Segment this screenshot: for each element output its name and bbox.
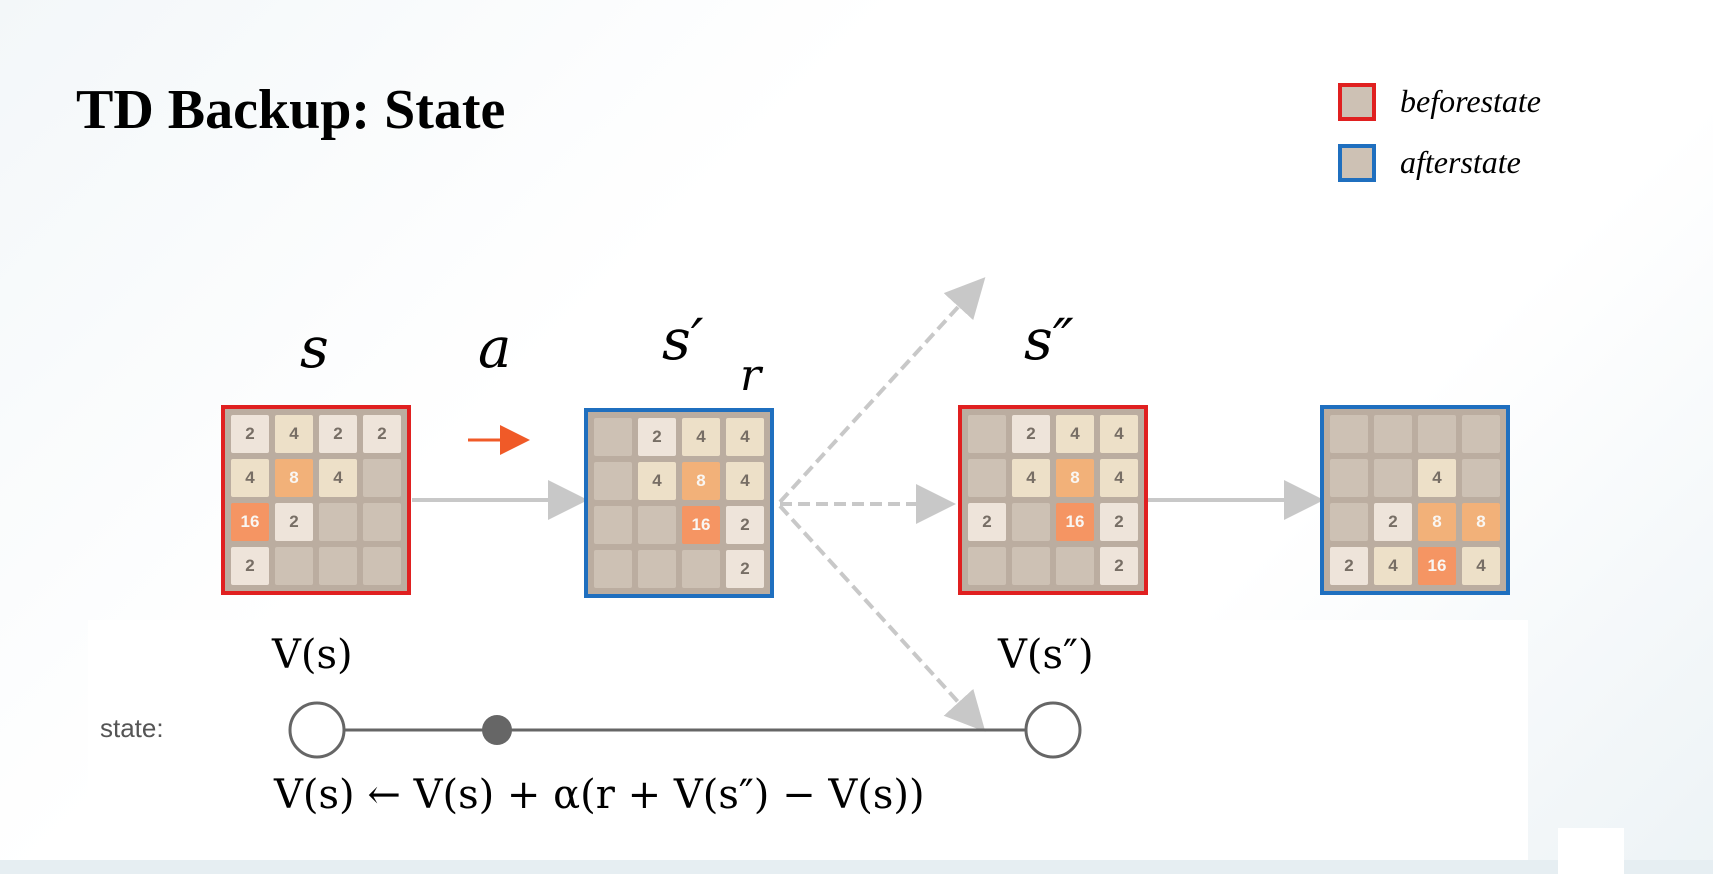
tile-2: 2	[1374, 503, 1412, 541]
legend-afterstate-swatch	[1338, 144, 1376, 182]
tile-2: 2	[231, 415, 269, 453]
tile-empty	[1056, 547, 1094, 585]
corner-box	[1558, 828, 1624, 874]
tile-16: 16	[231, 503, 269, 541]
tile-2: 2	[319, 415, 357, 453]
tile-8: 8	[275, 459, 313, 497]
tile-empty	[594, 506, 632, 544]
tile-2: 2	[638, 418, 676, 456]
backup-node-action	[482, 715, 512, 745]
tile-2: 2	[1100, 503, 1138, 541]
tile-2: 2	[1330, 547, 1368, 585]
tile-empty	[275, 547, 313, 585]
tile-2: 2	[726, 550, 764, 588]
tile-2: 2	[363, 415, 401, 453]
symbol-a: a	[478, 316, 512, 381]
tile-empty	[968, 415, 1006, 453]
tile-4: 4	[1418, 459, 1456, 497]
tile-empty	[1462, 415, 1500, 453]
tile-empty	[319, 547, 357, 585]
slide-title: TD Backup: State	[76, 79, 506, 141]
td-update-rule: V(s) ← V(s) + α(r + V(s″) − V(s))	[274, 772, 925, 818]
tile-8: 8	[1418, 503, 1456, 541]
tile-empty	[682, 550, 720, 588]
tile-empty	[968, 547, 1006, 585]
tile-empty	[968, 459, 1006, 497]
tile-empty	[594, 462, 632, 500]
tile-empty	[1330, 503, 1368, 541]
legend-afterstate-label: afterstate	[1400, 144, 1521, 180]
dashed-transition-up	[778, 277, 986, 504]
tile-4: 4	[1462, 547, 1500, 585]
tile-empty	[1418, 415, 1456, 453]
dashed-transition-down	[778, 504, 986, 732]
backup-node-s	[288, 701, 346, 759]
tile-empty	[363, 503, 401, 541]
backup-row-label: state:	[100, 713, 164, 743]
tile-2: 2	[968, 503, 1006, 541]
tile-2: 2	[726, 506, 764, 544]
tile-empty	[1012, 547, 1050, 585]
tile-empty	[594, 550, 632, 588]
tile-4: 4	[1100, 459, 1138, 497]
tile-empty	[594, 418, 632, 456]
tile-empty	[319, 503, 357, 541]
symbol-s: s	[300, 316, 329, 381]
tile-8: 8	[1056, 459, 1094, 497]
tile-empty	[1330, 459, 1368, 497]
tile-4: 4	[1100, 415, 1138, 453]
tile-2: 2	[231, 547, 269, 585]
tile-2: 2	[1012, 415, 1050, 453]
tile-8: 8	[1462, 503, 1500, 541]
tile-4: 4	[682, 418, 720, 456]
tile-empty	[363, 459, 401, 497]
symbol-s-prime: s′	[662, 308, 704, 373]
tile-empty	[1462, 459, 1500, 497]
symbol-r: r	[740, 350, 762, 401]
symbol-s-double-prime: s″	[1024, 308, 1074, 373]
tile-4: 4	[638, 462, 676, 500]
tile-2: 2	[275, 503, 313, 541]
tile-empty	[363, 547, 401, 585]
tile-16: 16	[1418, 547, 1456, 585]
tile-empty	[1330, 415, 1368, 453]
tile-4: 4	[726, 462, 764, 500]
value-v-s-double-prime: V(s″)	[998, 632, 1094, 678]
tile-4: 4	[1012, 459, 1050, 497]
tile-empty	[638, 506, 676, 544]
tile-4: 4	[319, 459, 357, 497]
tile-16: 16	[682, 506, 720, 544]
tile-empty	[1374, 459, 1412, 497]
value-v-s: V(s)	[272, 632, 353, 678]
tile-4: 4	[1056, 415, 1094, 453]
backup-node-s-double-prime	[1024, 701, 1082, 759]
tile-4: 4	[231, 459, 269, 497]
tile-8: 8	[682, 462, 720, 500]
tile-2: 2	[1100, 547, 1138, 585]
legend-beforestate-label: beforestate	[1400, 83, 1541, 119]
slide-bottom-strip	[0, 860, 1713, 874]
tile-4: 4	[275, 415, 313, 453]
tile-empty	[1374, 415, 1412, 453]
tile-4: 4	[1374, 547, 1412, 585]
tile-4: 4	[726, 418, 764, 456]
tile-16: 16	[1056, 503, 1094, 541]
tile-empty	[638, 550, 676, 588]
legend-beforestate-swatch	[1338, 83, 1376, 121]
tile-empty	[1012, 503, 1050, 541]
